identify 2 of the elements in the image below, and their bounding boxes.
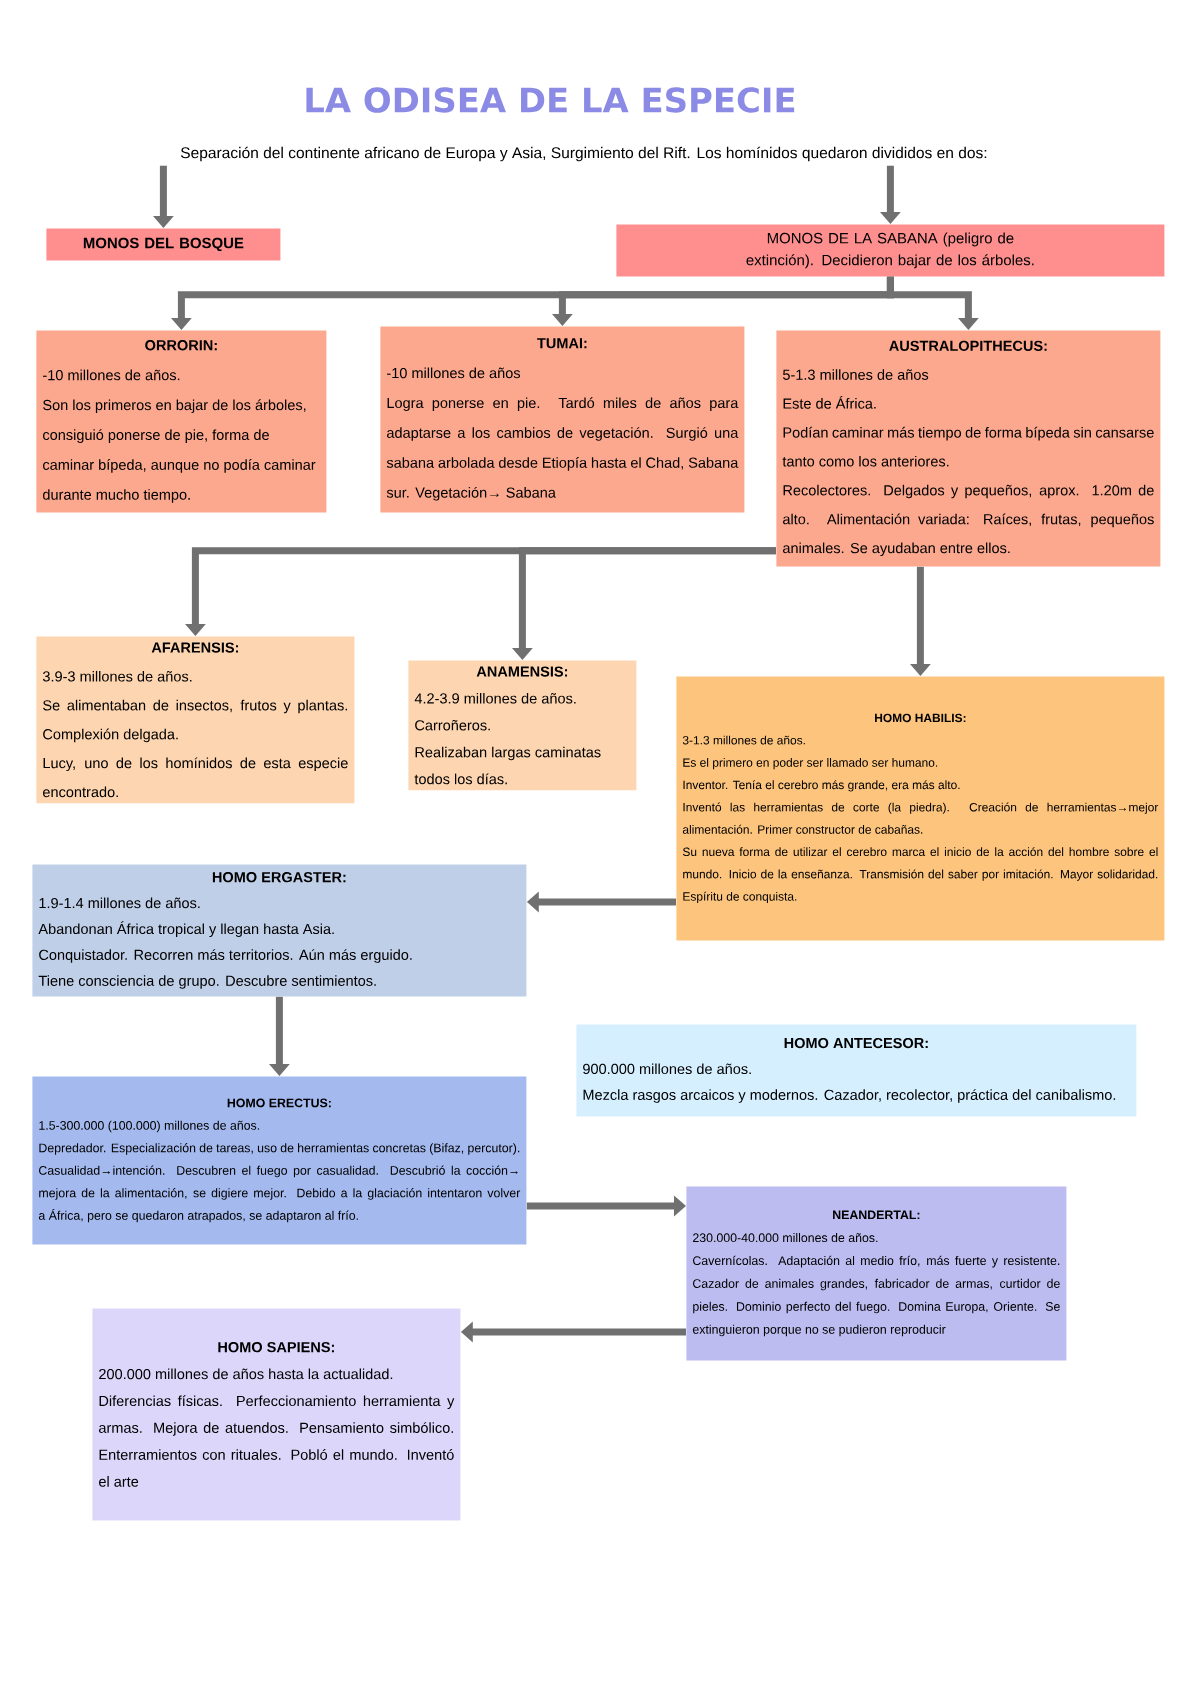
title: LA ODISEA DE LA ESPECIE: [306, 87, 795, 113]
arrow: [886, 276, 979, 330]
